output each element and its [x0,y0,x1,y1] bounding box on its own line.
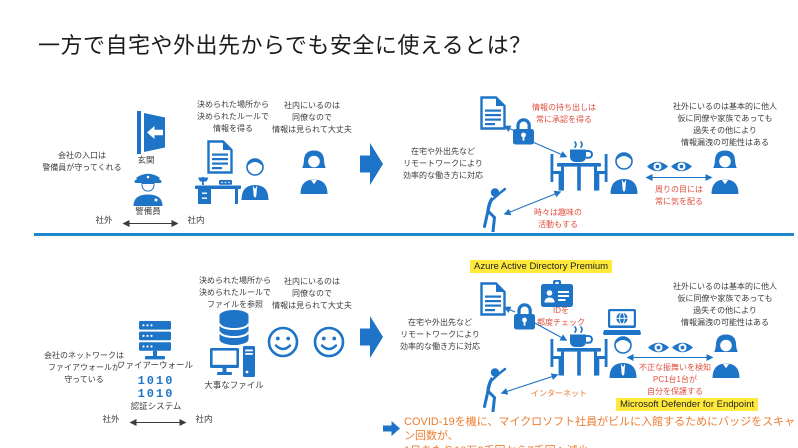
laptop-globe-icon [603,309,641,335]
double-arrow-connector [503,190,562,216]
approval-note: 情報の持ち出しは 常に承認を得る [532,103,596,124]
door-icon [137,111,165,154]
colleagues-note: 社内にいるのは 同僚なので 情報は見られて大丈夫 [272,101,352,134]
bullet-arrow-icon [383,421,400,436]
database-icon [218,309,250,346]
arrow-connector [530,320,568,341]
binary-code-icon: 1010 1010 [137,374,175,401]
smiley-face-icon [267,326,299,358]
arrow-right-icon [360,143,383,185]
guard-icon [133,173,163,206]
businessman-icon [240,158,270,200]
slide-title: 一方で自宅や外出先からでも安全に使えるとは？ [38,33,532,58]
inside-label: 社内 [195,414,213,424]
azure-ad-badge: Azure Active Directory Premium [470,260,613,273]
double-arrow-connector [626,354,714,361]
double-arrow-connector [122,220,179,227]
auth-system-label: 認証システム [130,401,182,411]
remote-work-note: 在宅や外出先など リモートワークにより 効率的な働き方に対応 [400,318,480,351]
colleagues-note: 社内にいるのは 同僚なので 情報は見られて大丈夫 [272,277,352,310]
remote-work-note: 在宅や外出先など リモートワークにより 効率的な働き方に対応 [403,147,483,180]
id-check-note: IDを 都度チェック [537,306,585,327]
important-files-label: 大事なファイル [204,380,264,390]
fixed-place-note: 決められた場所から 決められたルールで ファイルを参照 [199,276,271,309]
entrance-note: 会社の入口は 警備員が守ってくれる [42,151,122,172]
arrow-connector [503,125,516,132]
defender-note: 不正な振舞いを検知 PC1台1台が 自分を保護する [639,363,711,396]
entrance-label: 玄関 [137,155,155,165]
businesswoman-icon [300,150,328,194]
arrow-right-icon [360,316,383,358]
businesswoman-icon [711,150,739,194]
guard-label: 警備員 [135,206,161,216]
arrow-connector [503,306,516,313]
double-arrow-connector [500,373,559,395]
outside-label: 社外 [102,414,120,424]
arrow-connector [527,139,568,158]
id-card-icon [541,280,573,307]
double-arrow-connector [645,174,713,181]
network-note: 会社のネットワークは ファイアウォールが 守っている [44,351,124,384]
businessman-icon [609,152,639,194]
hobby-note: 時々は趣味の 活動もする [534,208,582,229]
double-arrow-connector [129,419,187,426]
firewall-server-icon [139,321,171,360]
covid-stat-note: COVID-19を機に、マイクロソフト社員がビルに入館するためにバッジをスキャン… [404,416,796,448]
outside-risk-note: 社外にいるのは基本的に他人 仮に同僚や家族であっても 過失その他により 情報漏洩… [673,102,777,147]
fixed-place-note: 決められた場所から 決められたルールで 情報を得る [197,100,269,133]
desk-lamp-icon [195,177,241,204]
firewall-label: ファイアーウォール [117,360,193,370]
internet-label: インターネット [531,389,587,398]
watch-around-note: 周りの目には 常に気を配る [655,185,703,206]
document-icon [207,140,233,174]
panel-divider [34,233,794,236]
desktop-pc-icon [210,346,255,377]
smiley-face-icon [313,326,345,358]
outside-label: 社外 [95,215,113,225]
defender-badge: Microsoft Defender for Endpoint [616,398,759,411]
outside-risk-note: 社外にいるのは基本的に他人 仮に同僚や家族であっても 過失その他により 情報漏洩… [673,282,777,327]
inside-label: 社内 [187,215,205,225]
